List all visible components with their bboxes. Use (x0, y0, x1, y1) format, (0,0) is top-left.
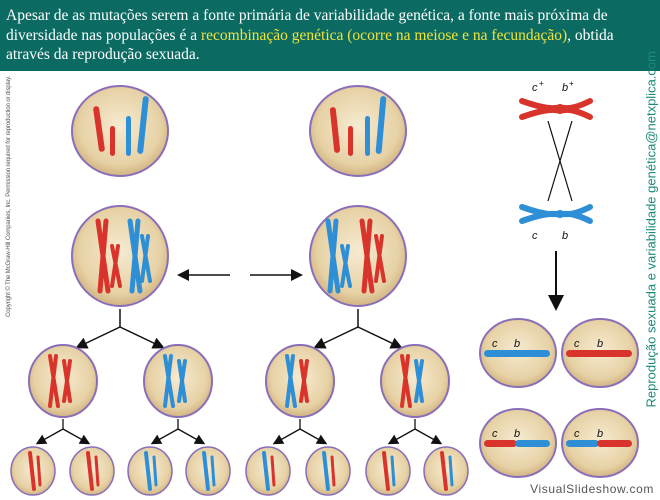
crossing-over-diagram: c + b + c b (519, 79, 593, 311)
recombinant-cell-2: c b (561, 318, 639, 388)
gene-label-top-c: c (532, 82, 538, 94)
svg-text:c: c (574, 428, 580, 440)
cell-meiosis1-c (265, 344, 335, 418)
watermark: VisualSlideshow.com (530, 482, 654, 496)
gene-label-top-c-sup: + (539, 79, 544, 88)
svg-text:c: c (574, 338, 580, 350)
svg-text:b: b (514, 428, 520, 440)
svg-text:b: b (514, 338, 520, 350)
header-text-start: Apesar de as mutações serem a fonte prim… (6, 7, 608, 44)
header-highlight: recombinação genética (ocorre na meiose … (200, 26, 568, 44)
svg-text:b: b (597, 428, 603, 440)
cell-parent-right (309, 85, 407, 177)
cell-meiosis1-a (28, 344, 98, 418)
gene-label-top-b-sup: + (569, 79, 574, 88)
gametes-row (10, 446, 469, 496)
gene-label-top-b: b (562, 82, 568, 94)
gene-label-bottom-c: c (532, 230, 538, 242)
gene-label-bottom-b: b (562, 230, 568, 242)
branch-level2 (35, 419, 443, 445)
meiosis-diagram: c + b + c b c b c b c b c b (10, 79, 639, 496)
cell-tetrad-right (309, 205, 407, 307)
branch-left (75, 309, 165, 349)
recombinant-cell-4: c b (561, 408, 639, 478)
cell-tetrad-left (71, 205, 169, 307)
header-text: Apesar de as mutações serem a fonte prim… (6, 6, 656, 65)
svg-text:c: c (492, 428, 498, 440)
recombinant-cell-1: c b (479, 318, 557, 388)
branch-right (313, 309, 403, 349)
cell-parent-left (71, 85, 169, 177)
cell-meiosis1-d (380, 344, 450, 418)
cell-meiosis1-b (143, 344, 213, 418)
recombinant-cell-3: c b (479, 408, 557, 478)
svg-text:b: b (597, 338, 603, 350)
header-banner: Apesar de as mutações serem a fonte prim… (0, 0, 660, 71)
svg-text:c: c (492, 338, 498, 350)
header-text-end: , obtida através da reprodução sexuada. (6, 26, 614, 64)
